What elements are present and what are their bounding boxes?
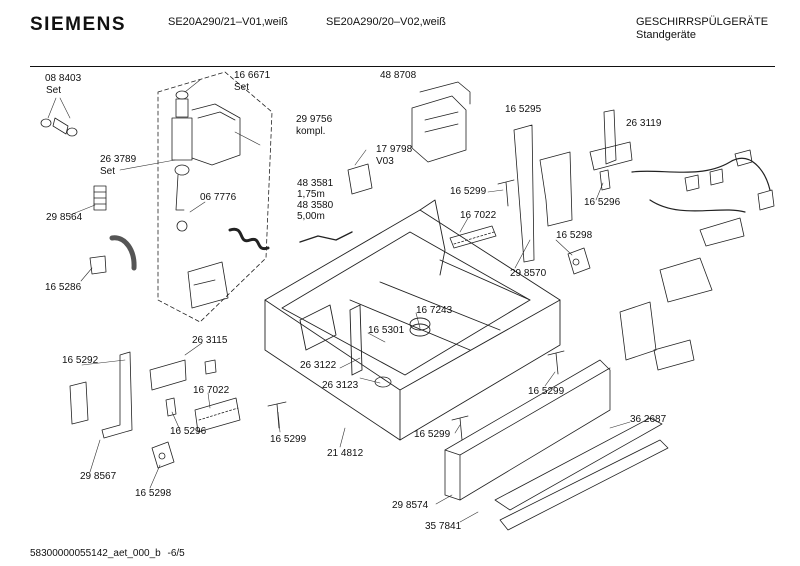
door-switch xyxy=(568,248,590,274)
part-label-167243: 16 7243 xyxy=(416,305,453,316)
trim-strip xyxy=(500,440,668,530)
spring xyxy=(94,186,106,210)
part-label-v03: V03 xyxy=(376,156,394,167)
clip-165296 xyxy=(600,170,610,190)
door-switch-left xyxy=(152,442,174,468)
part-label-167022: 16 7022 xyxy=(193,385,230,396)
cable-duct-top xyxy=(450,226,496,248)
screw-left xyxy=(268,402,286,428)
part-label-263122: 26 3122 xyxy=(300,360,337,371)
inlet-valve-assembly xyxy=(172,91,240,231)
coiled-tube xyxy=(230,229,268,248)
part-label-263115: 26 3115 xyxy=(192,335,228,346)
part-label-165296: 16 5296 xyxy=(584,197,621,208)
cable-duct-lower xyxy=(195,398,240,432)
document-id: 58300000055142_aet_000_b xyxy=(30,548,161,559)
screw-right xyxy=(548,351,564,374)
side-bracket xyxy=(514,125,534,262)
part-label-165301: 16 5301 xyxy=(368,325,405,336)
base-frame xyxy=(265,200,560,440)
part-label-263123: 26 3123 xyxy=(322,380,359,391)
part-label-165299: 16 5299 xyxy=(270,434,307,445)
part-label-166671: 16 6671 xyxy=(234,70,271,81)
part-label-488708: 48 8708 xyxy=(380,70,417,81)
part-label-kompl: kompl. xyxy=(296,126,326,137)
side-bracket-2 xyxy=(540,152,572,226)
part-label-214812: 21 4812 xyxy=(327,448,364,459)
part-label-483581: 48 3581 xyxy=(297,178,334,189)
model-number-1: SE20A290/21–V01,weiß xyxy=(168,16,288,28)
appliance-category: GESCHIRRSPÜLGERÄTE xyxy=(636,16,769,28)
part-label-set: Set xyxy=(234,82,250,93)
part-label-165286: 16 5286 xyxy=(45,282,82,293)
power-cable xyxy=(300,232,352,242)
page-number: -6/5 xyxy=(167,548,185,559)
header-rule xyxy=(30,66,775,67)
clip-part xyxy=(90,256,106,274)
brand-logo: SIEMENS xyxy=(30,14,127,35)
control-module xyxy=(412,82,470,162)
part-label-299756: 29 9756 xyxy=(296,114,333,125)
harness-bracket-left xyxy=(150,360,186,390)
part-label-165299: 16 5299 xyxy=(450,186,487,197)
part-label-165295: 16 5295 xyxy=(505,104,542,115)
left-bracket xyxy=(102,352,132,438)
part-label-set: Set xyxy=(100,166,116,177)
leader-lines xyxy=(48,80,630,522)
model-number-2: SE20A290/20–V02,weiß xyxy=(326,16,446,28)
part-label-165292: 16 5292 xyxy=(62,355,99,366)
part-label-165298: 16 5298 xyxy=(556,230,593,241)
part-label-set: Set xyxy=(46,85,62,96)
part-label-165298: 16 5298 xyxy=(135,488,172,499)
part-label-165299: 16 5299 xyxy=(528,386,565,397)
part-label-298574: 29 8574 xyxy=(392,500,429,511)
part-label-length-5-00m: 5,00m xyxy=(297,211,325,222)
clip-165296-lower xyxy=(166,398,176,416)
part-label-298564: 29 8564 xyxy=(46,212,83,223)
part-label-179798: 17 9798 xyxy=(376,144,413,155)
mounting-plate xyxy=(188,262,228,308)
cable-plug xyxy=(348,164,372,194)
wiring-harness xyxy=(632,158,770,212)
part-label-362687: 36 2687 xyxy=(630,414,667,425)
part-label-298567: 29 8567 xyxy=(80,471,117,482)
part-label-298570: 29 8570 xyxy=(510,268,547,279)
appliance-subcategory: Standgeräte xyxy=(636,29,696,41)
plinth-panel xyxy=(445,360,610,500)
harness-bracket xyxy=(604,110,616,164)
part-label-165299: 16 5299 xyxy=(414,429,451,440)
part-label-length-1-75m: 1,75m xyxy=(297,189,325,200)
left-clip xyxy=(70,382,88,424)
screw-top xyxy=(498,180,514,206)
footer: 58300000055142_aet_000_b -6/5 xyxy=(30,548,185,559)
corrugated-hose xyxy=(112,238,134,268)
part-label-067776: 06 7776 xyxy=(200,192,237,203)
part-label-167022: 16 7022 xyxy=(460,210,497,221)
harness-connector xyxy=(735,150,752,166)
set-boundary-dashed xyxy=(158,72,272,322)
float-disc xyxy=(375,377,391,387)
part-label-165296: 16 5296 xyxy=(170,426,207,437)
part-label-483580: 48 3580 xyxy=(297,200,334,211)
part-label-357841: 35 7841 xyxy=(425,521,462,532)
toe-kick-strip xyxy=(495,418,662,510)
screw-front xyxy=(452,416,468,440)
part-label-088403: 08 8403 xyxy=(45,73,82,84)
part-label-263789: 26 3789 xyxy=(100,154,137,165)
hose-clamp-set xyxy=(41,118,77,136)
part-label-263119: 26 3119 xyxy=(626,118,662,129)
